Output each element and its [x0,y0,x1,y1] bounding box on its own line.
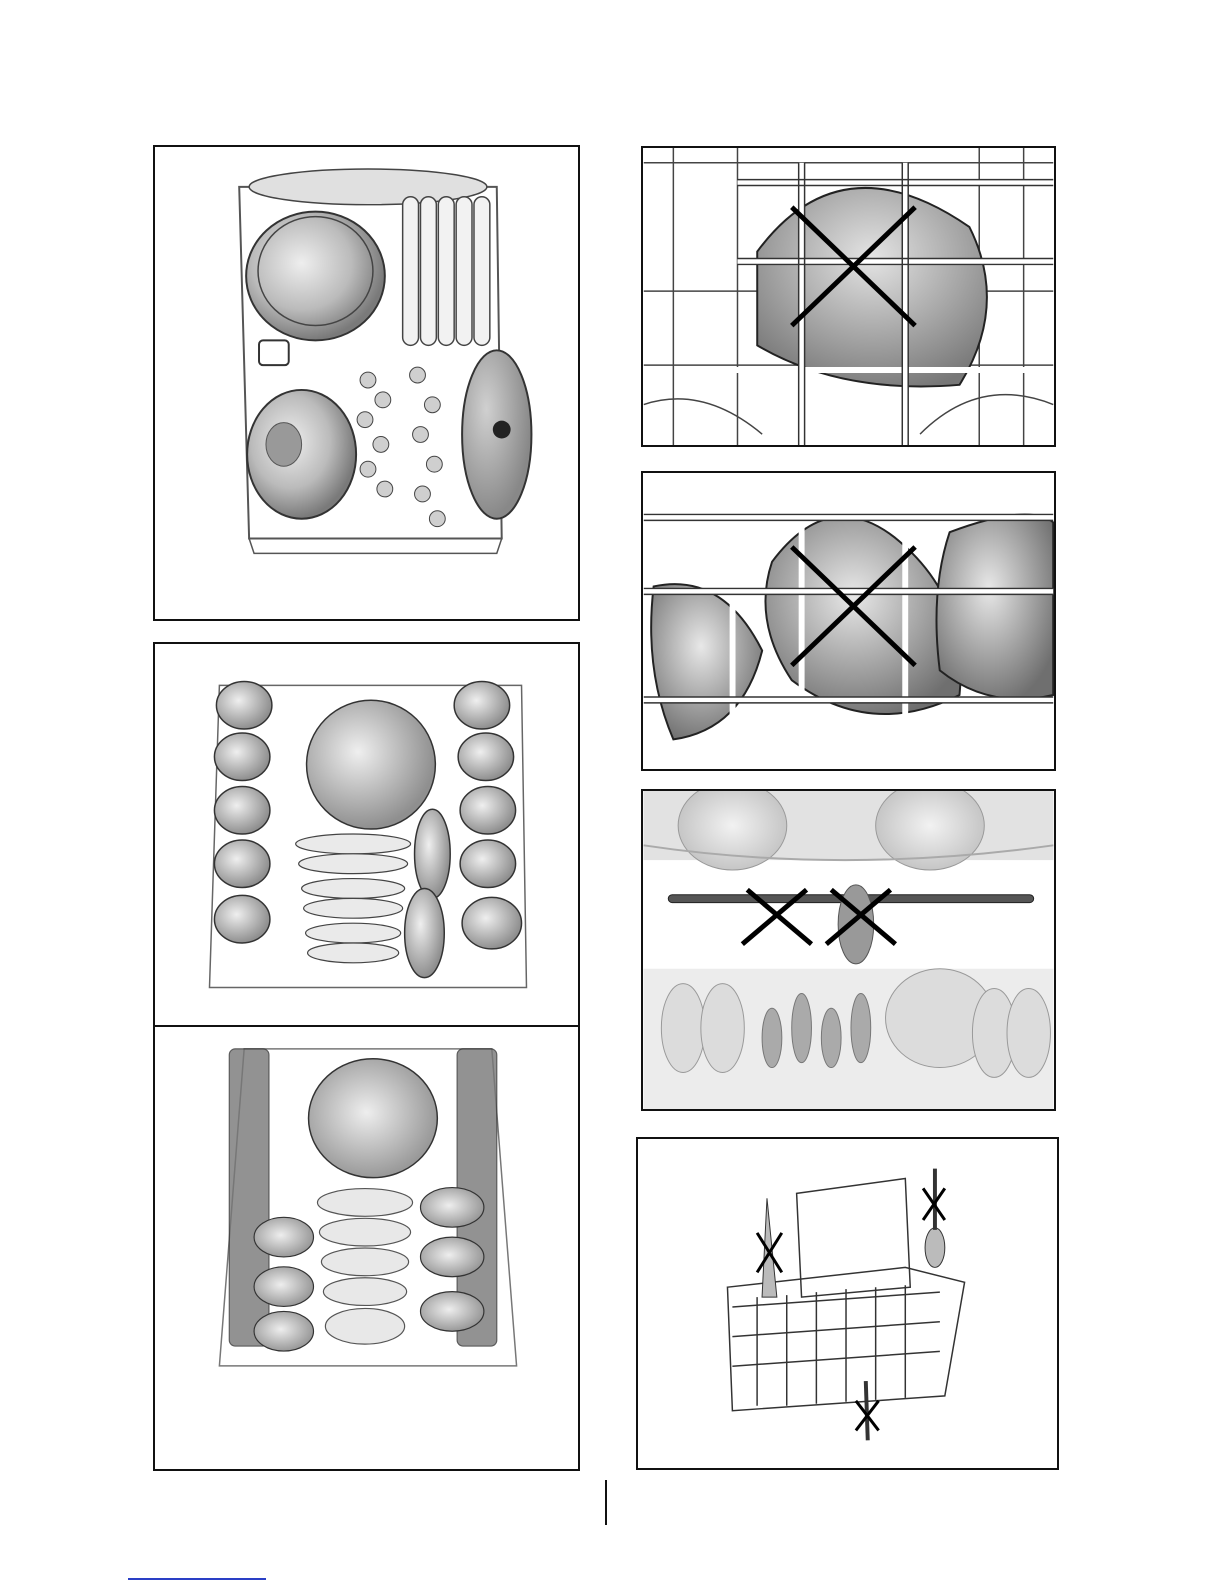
footer-link-underline[interactable] [128,1578,266,1580]
upper-basket-cups-bowls-icon [155,644,578,1025]
footer-divider [605,1480,607,1525]
panel-wrong-tilted-bowls [641,471,1056,771]
upper-basket-folding-racks-icon [155,1027,578,1471]
incorrect-bowl-placement-icon [643,148,1054,445]
panel-lower-basket-loaded [153,145,580,621]
lower-basket-with-pot-plates-lid-icon [155,147,578,619]
panel-wrong-large-bowl [641,146,1056,447]
panel-wrong-spray-arm-block [641,789,1056,1111]
panel-cutlery-basket-wrong [636,1137,1059,1470]
cutlery-basket-incorrect-icon [638,1139,1057,1468]
spray-arm-blocked-icon [643,791,1054,1109]
panel-upper-basket-group [153,642,580,1471]
incorrect-tilted-bowls-icon [643,473,1054,769]
